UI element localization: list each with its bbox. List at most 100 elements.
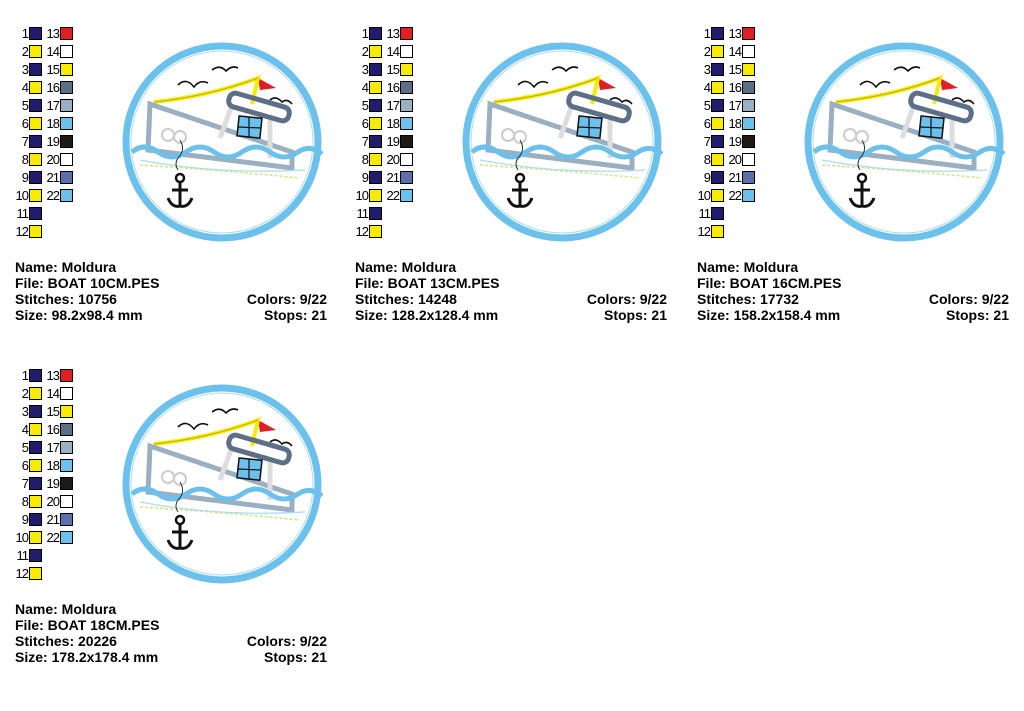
design-file: File: BOAT 18CM.PES xyxy=(15,617,160,633)
color-number: 4 xyxy=(361,79,369,95)
color-number: 9 xyxy=(21,169,29,185)
palette-row: 10 22 xyxy=(15,187,73,203)
design-name: Name: Moldura xyxy=(15,259,117,275)
color-swatch xyxy=(29,494,42,508)
design-card: 1 13 2 14 3 15 4 16 5 17 6 18 7 19 8 20 … xyxy=(15,367,330,667)
color-swatch xyxy=(60,386,73,400)
palette-row: 11 xyxy=(355,206,382,221)
color-swatch xyxy=(369,170,382,184)
color-swatch xyxy=(60,512,73,526)
color-swatch xyxy=(742,134,755,148)
color-number: 17 xyxy=(386,97,400,113)
palette-row: 7 19 xyxy=(15,475,73,491)
color-swatch xyxy=(742,62,755,76)
design-size: Size: 128.2x128.4 mm xyxy=(355,307,499,323)
color-swatch xyxy=(711,44,724,58)
color-number: 7 xyxy=(703,133,711,149)
color-number: 22 xyxy=(386,187,400,203)
color-number: 6 xyxy=(703,115,711,131)
color-number: 21 xyxy=(46,511,60,527)
design-stops: Stops: 21 xyxy=(945,307,1009,323)
color-number: 10 xyxy=(355,187,369,203)
palette-row: 3 15 xyxy=(355,61,413,77)
color-swatch xyxy=(400,152,413,166)
color-swatch xyxy=(29,566,42,580)
color-swatch xyxy=(742,98,755,112)
color-number: 11 xyxy=(698,205,712,221)
color-swatch xyxy=(400,116,413,130)
color-number: 7 xyxy=(361,133,369,149)
color-swatch xyxy=(60,80,73,94)
color-number: 19 xyxy=(46,133,60,149)
color-number: 16 xyxy=(46,79,60,95)
color-swatch xyxy=(29,134,42,148)
color-number: 19 xyxy=(728,133,742,149)
design-card: 1 13 2 14 3 15 4 16 5 17 6 18 7 19 8 20 … xyxy=(355,25,670,325)
design-colors: Colors: 9/22 xyxy=(246,291,327,307)
color-swatch xyxy=(60,530,73,544)
color-swatch xyxy=(29,188,42,202)
color-number: 7 xyxy=(21,475,29,491)
color-number: 17 xyxy=(46,97,60,113)
palette-row: 3 15 xyxy=(697,62,755,77)
color-swatch xyxy=(29,512,42,526)
color-number: 20 xyxy=(46,493,60,509)
color-number: 8 xyxy=(361,151,369,167)
palette-row: 8 20 xyxy=(355,151,413,167)
palette-row: 5 17 xyxy=(15,440,73,455)
color-swatch xyxy=(369,224,382,238)
design-stitches: Stitches: 17732 xyxy=(697,291,799,307)
color-swatch xyxy=(369,134,382,148)
palette-row: 6 18 xyxy=(15,115,73,131)
color-number: 6 xyxy=(21,115,29,131)
color-swatch xyxy=(369,116,382,130)
color-number: 6 xyxy=(361,115,369,131)
color-number: 9 xyxy=(21,511,29,527)
color-number: 14 xyxy=(46,385,60,401)
design-stitches: Stitches: 14248 xyxy=(355,291,457,307)
color-number: 20 xyxy=(728,151,742,167)
color-number: 5 xyxy=(361,97,369,113)
color-swatch xyxy=(369,80,382,94)
palette-row: 9 21 xyxy=(355,170,413,185)
color-number: 16 xyxy=(46,421,60,437)
palette-row: 4 16 xyxy=(697,79,755,95)
color-swatch xyxy=(29,206,42,220)
color-number: 8 xyxy=(703,151,711,167)
color-swatch xyxy=(742,152,755,166)
palette-row: 7 19 xyxy=(355,133,413,149)
color-swatch xyxy=(60,440,73,454)
color-number: 14 xyxy=(46,43,60,59)
color-swatch xyxy=(400,188,413,202)
color-swatch xyxy=(60,44,73,58)
color-swatch xyxy=(369,98,382,112)
palette-row: 2 14 xyxy=(15,385,73,401)
design-stops: Stops: 21 xyxy=(603,307,667,323)
color-swatch xyxy=(742,116,755,130)
color-number: 4 xyxy=(703,79,711,95)
color-number: 18 xyxy=(46,115,60,131)
color-number: 2 xyxy=(21,385,29,401)
color-number: 12 xyxy=(697,223,711,239)
color-number: 13 xyxy=(46,25,60,41)
design-colors: Colors: 9/22 xyxy=(246,633,327,649)
color-number: 22 xyxy=(46,187,60,203)
color-number: 19 xyxy=(46,475,60,491)
color-number: 12 xyxy=(15,223,29,239)
color-swatch xyxy=(742,26,755,40)
palette-row: 4 16 xyxy=(15,79,73,95)
color-number: 11 xyxy=(16,205,30,221)
palette-row: 7 19 xyxy=(697,133,755,149)
color-swatch xyxy=(369,188,382,202)
color-swatch xyxy=(400,26,413,40)
color-swatch xyxy=(711,116,724,130)
color-swatch xyxy=(60,404,73,418)
color-number: 15 xyxy=(386,61,400,77)
color-number: 2 xyxy=(21,43,29,59)
color-swatch xyxy=(60,188,73,202)
color-swatch xyxy=(400,98,413,112)
palette-row: 9 21 xyxy=(697,170,755,185)
palette-row: 2 14 xyxy=(15,43,73,59)
color-number: 2 xyxy=(703,43,711,59)
color-swatch xyxy=(400,134,413,148)
